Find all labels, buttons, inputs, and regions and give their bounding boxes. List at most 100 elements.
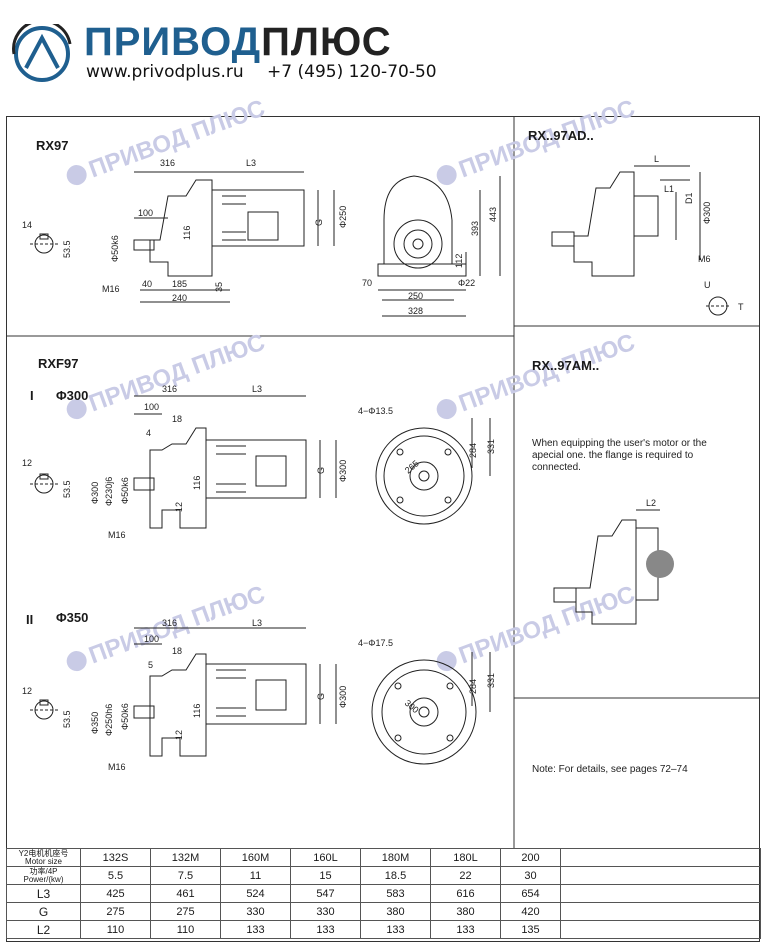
drawing-frame <box>6 116 760 942</box>
rx97ad-view <box>551 165 730 316</box>
dim-label: G <box>314 219 324 226</box>
rx97-title: RX97 <box>36 138 69 153</box>
dim-label: Φ300 <box>338 460 348 482</box>
table-cell: 616 <box>430 884 501 903</box>
rxf97-2-front-view <box>371 652 491 765</box>
dim-label: Φ50k6 <box>110 235 120 262</box>
table-cell: 420 <box>500 902 561 921</box>
dim-label: L3 <box>246 158 256 168</box>
table-cell: 7.5 <box>150 866 221 885</box>
table-row: L3 425 461 524 547 583 616 654 <box>6 884 761 903</box>
table-cell: 380 <box>430 902 501 921</box>
dim-label: Φ250h6 <box>104 704 114 736</box>
rx97-front-view <box>377 175 501 317</box>
dim-label: 4−Φ17.5 <box>358 638 393 648</box>
table-cell: 425 <box>80 884 151 903</box>
table-cell: 22 <box>430 866 501 885</box>
table-cell <box>560 866 761 885</box>
dim-label: 5 <box>148 660 153 670</box>
dim-label: T <box>738 302 744 312</box>
dim-label: Φ350 <box>90 712 100 734</box>
table-cell: 654 <box>500 884 561 903</box>
dim-label: 100 <box>144 634 159 644</box>
dim-label: 250 <box>408 291 423 301</box>
dim-label: 316 <box>162 618 177 628</box>
dim-label: G <box>316 467 326 474</box>
table-cell: 160M <box>220 848 291 867</box>
rxf97-2-side-view <box>30 627 337 757</box>
table-cell <box>560 920 761 939</box>
dim-label: 316 <box>160 158 175 168</box>
dim-label: 284 <box>468 679 478 694</box>
dim-label: L <box>654 154 659 164</box>
dim-label: Φ50k6 <box>120 477 130 504</box>
table-cell: 330 <box>220 902 291 921</box>
table-cell <box>560 902 761 921</box>
rx97ad-title: RX..97AD.. <box>528 128 594 143</box>
table-cell: 380 <box>360 902 431 921</box>
table-cell: 132S <box>80 848 151 867</box>
table-cell: 180M <box>360 848 431 867</box>
dim-label: 53.5 <box>62 710 72 728</box>
table-cell: 133 <box>360 920 431 939</box>
dim-label: 4−Φ13.5 <box>358 406 393 416</box>
dim-label: 70 <box>362 278 372 288</box>
website-link[interactable]: www.privodplus.ru <box>86 62 244 82</box>
table-cell: 11 <box>220 866 291 885</box>
rxf97-1-front-view <box>375 418 491 525</box>
rx97am-view <box>553 509 674 625</box>
table-header-cell: G <box>6 902 81 921</box>
table-cell: 110 <box>80 920 151 939</box>
rxf97-variant2-flange: Φ350 <box>56 610 89 625</box>
table-cell: 15 <box>290 866 361 885</box>
table-header-cell: L3 <box>6 884 81 903</box>
dim-label: Φ22 <box>458 278 475 288</box>
dim-label: 116 <box>182 226 192 240</box>
dim-label: 316 <box>162 384 177 394</box>
dim-label: 393 <box>470 221 480 236</box>
dim-label: 331 <box>486 439 496 454</box>
dim-label: 12 <box>22 458 32 468</box>
table-cell: 133 <box>290 920 361 939</box>
brand-name: ПРИВОДПЛЮС <box>84 20 392 64</box>
table-cell: 524 <box>220 884 291 903</box>
dim-label: 12 <box>22 686 32 696</box>
table-header-cell: L2 <box>6 920 81 939</box>
brand-logo-icon <box>12 24 72 82</box>
table-cell: 330 <box>290 902 361 921</box>
dim-label: 100 <box>144 402 159 412</box>
dim-label: 14 <box>22 220 32 230</box>
dim-label: 18 <box>172 646 182 656</box>
dim-label: M16 <box>108 530 126 540</box>
table-cell: 200 <box>500 848 561 867</box>
phone-number: +7 (495) 120-70-50 <box>267 62 437 82</box>
table-cell: 583 <box>360 884 431 903</box>
dim-label: 18 <box>172 414 182 424</box>
table-cell: 110 <box>150 920 221 939</box>
table-cell: 133 <box>220 920 291 939</box>
dim-label: Φ300 <box>90 482 100 504</box>
footnote: Note: For details, see pages 72–74 <box>532 764 688 775</box>
dim-label: 300 <box>403 698 421 715</box>
dim-label: U <box>704 280 711 290</box>
table-cell: 461 <box>150 884 221 903</box>
dim-label: 35 <box>214 282 224 292</box>
dim-label: Φ50k6 <box>120 703 130 730</box>
dim-label: 116 <box>192 704 202 718</box>
dim-label: Φ230j6 <box>104 477 114 506</box>
dim-label: 12 <box>174 502 184 512</box>
dim-label: 185 <box>172 279 187 289</box>
dim-label: M16 <box>102 284 120 294</box>
dim-label: M6 <box>698 254 711 264</box>
rxf97-title: RXF97 <box>38 356 79 371</box>
dim-label: 116 <box>192 476 202 490</box>
table-cell: 132M <box>150 848 221 867</box>
table-row: G 275 275 330 330 380 380 420 <box>6 902 761 921</box>
table-row: L2 110 110 133 133 133 133 135 <box>6 920 761 939</box>
dim-label: 53.5 <box>62 240 72 258</box>
